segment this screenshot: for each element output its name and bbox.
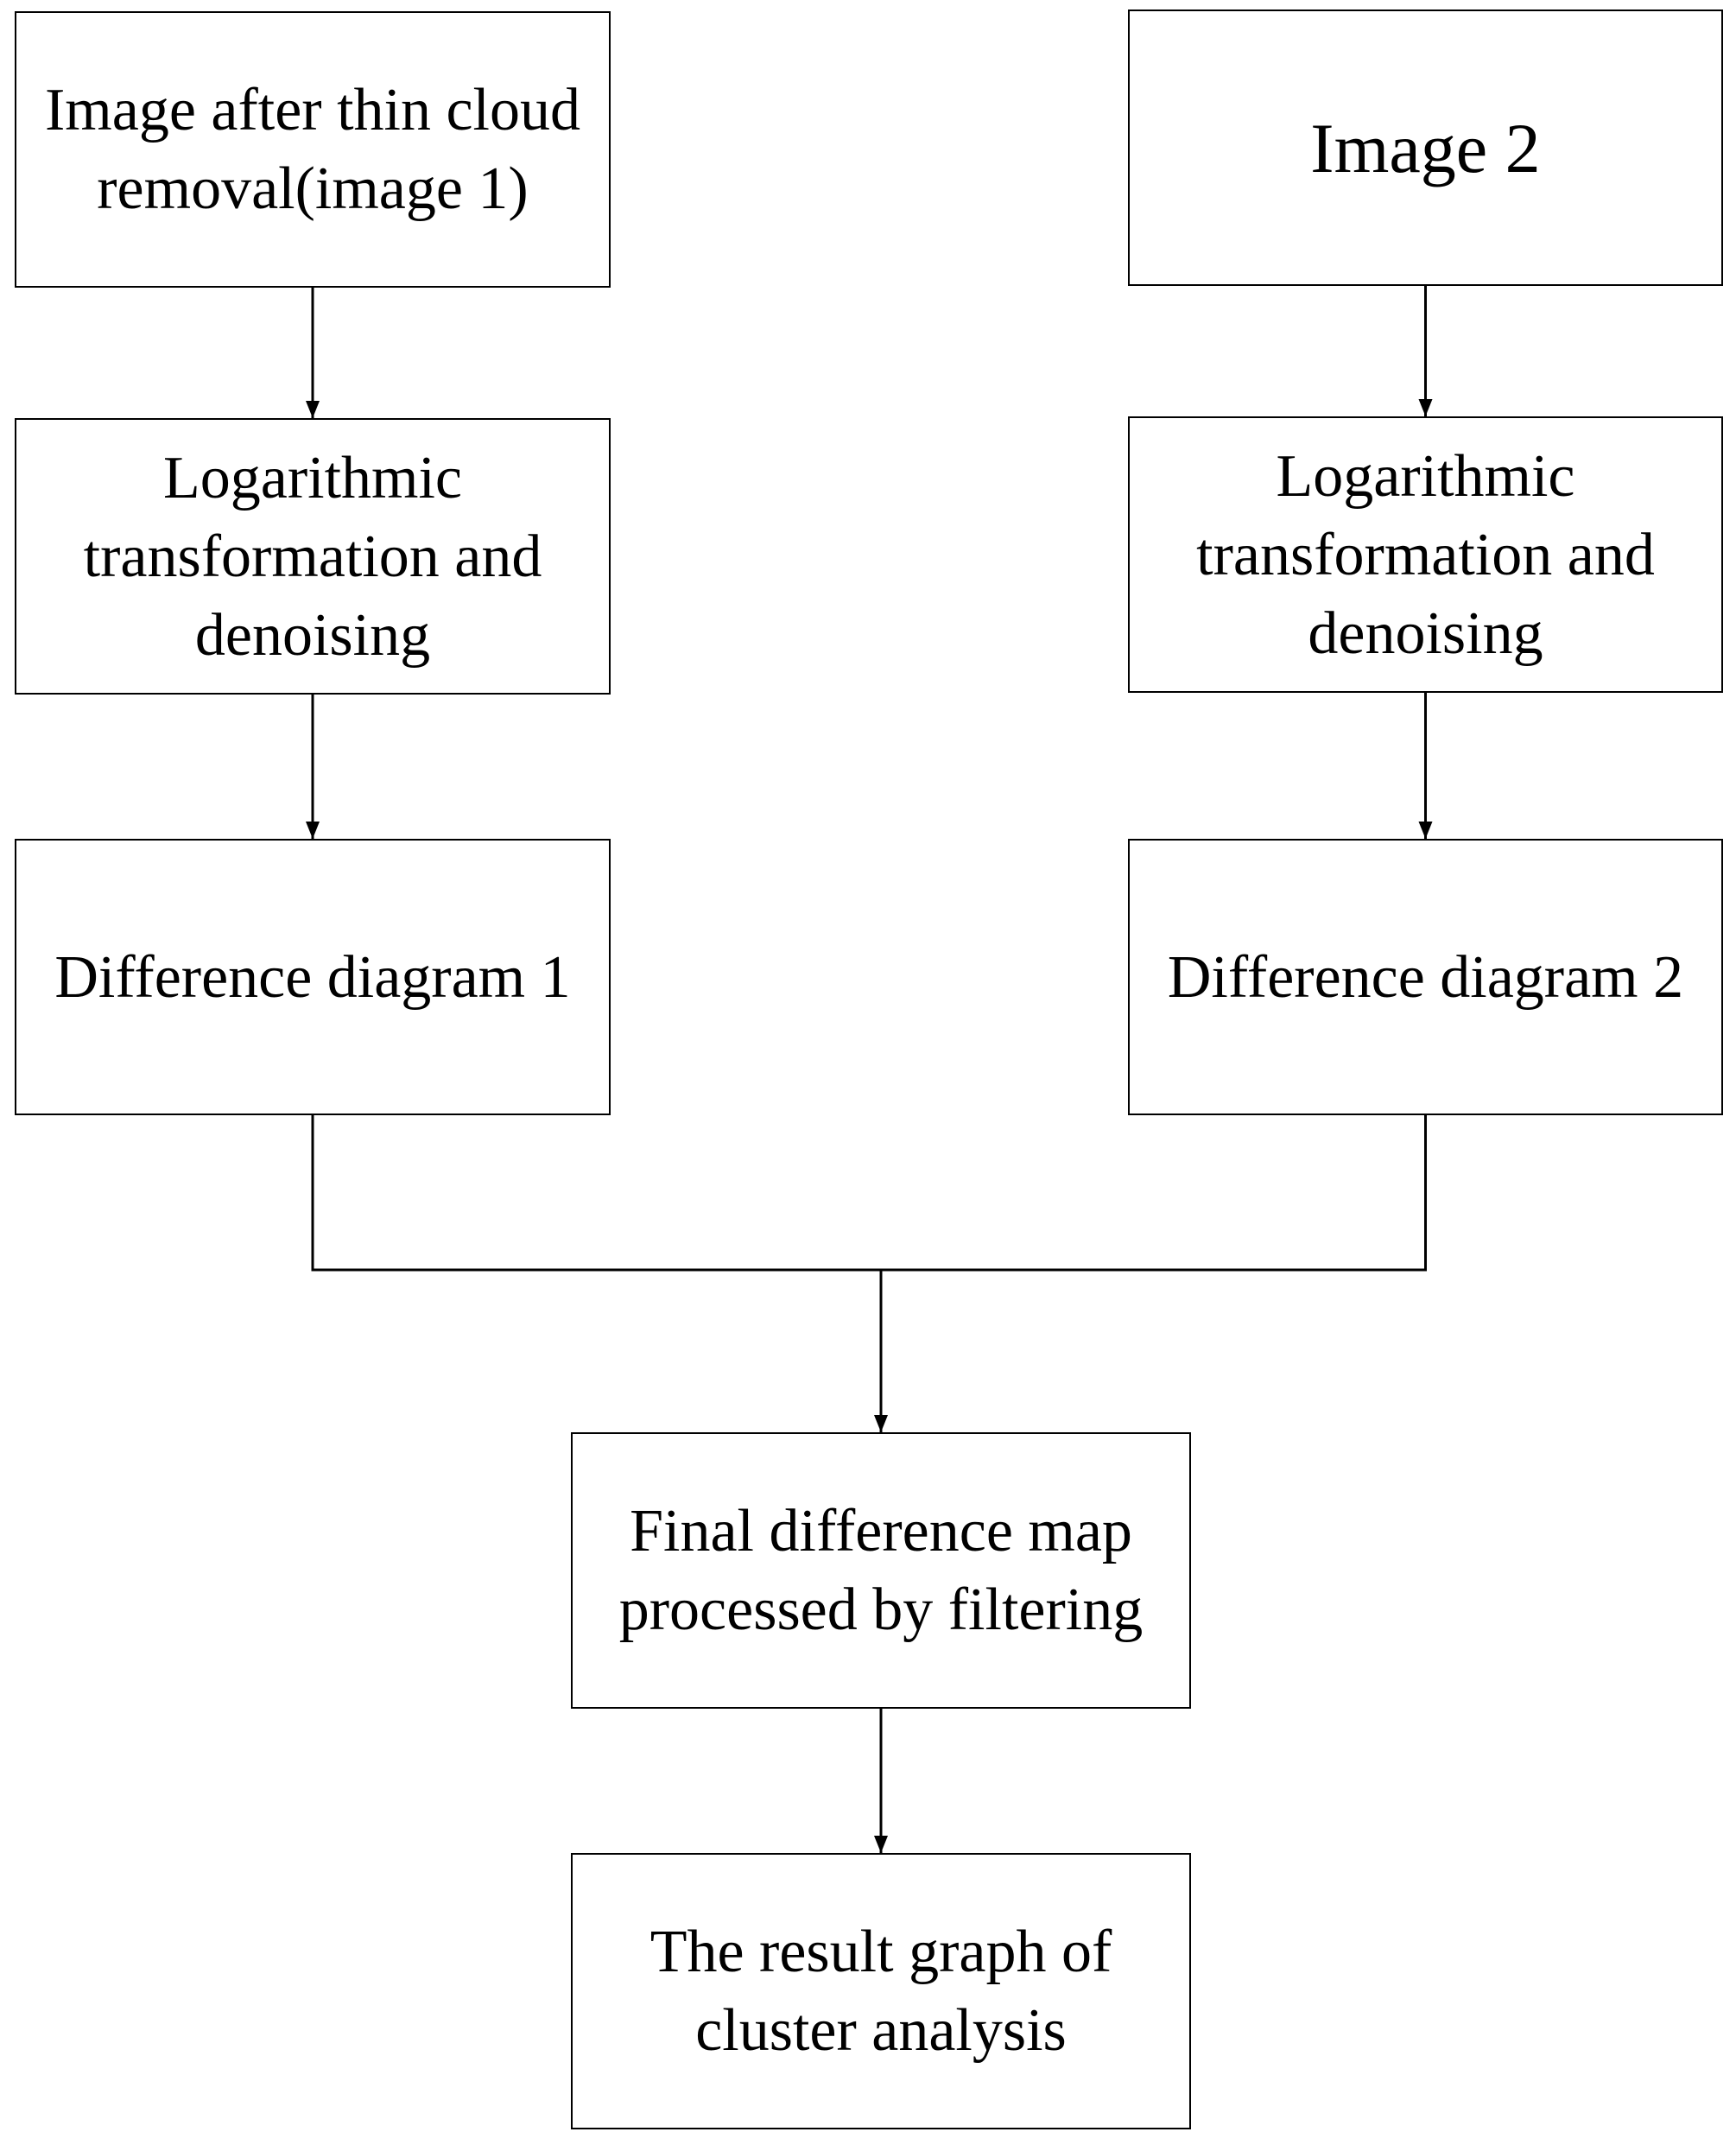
image-2-box: Image 2 [1128, 10, 1723, 286]
difference-diagram-2-box: Difference diagram 2 [1128, 839, 1723, 1115]
image-1-box: Image after thin cloud removal(image 1) [15, 11, 611, 288]
difference-diagram-1-label: Difference diagram 1 [54, 943, 571, 1011]
image-2-label: Image 2 [1310, 108, 1541, 187]
final-difference-map-label: Final difference map processed by filter… [618, 1498, 1144, 1643]
log-transform-1-label: Logarithmic transformation and denoising [83, 444, 542, 669]
difference-diagram-2-label: Difference diagram 2 [1167, 943, 1684, 1011]
image-1-label: Image after thin cloud removal(image 1) [44, 77, 581, 222]
cluster-result-box: The result graph of cluster analysis [571, 1853, 1191, 2129]
edge-diff1-to-final [311, 1115, 881, 1272]
edge-diff2-to-final [881, 1115, 1427, 1272]
log-transform-1-box: Logarithmic transformation and denoising [15, 418, 611, 695]
log-transform-2-label: Logarithmic transformation and denoising [1196, 442, 1655, 667]
difference-diagram-1-box: Difference diagram 1 [15, 839, 611, 1115]
log-transform-2-box: Logarithmic transformation and denoising [1128, 416, 1723, 693]
cluster-result-label: The result graph of cluster analysis [649, 1919, 1112, 2064]
final-difference-map-box: Final difference map processed by filter… [571, 1432, 1191, 1709]
